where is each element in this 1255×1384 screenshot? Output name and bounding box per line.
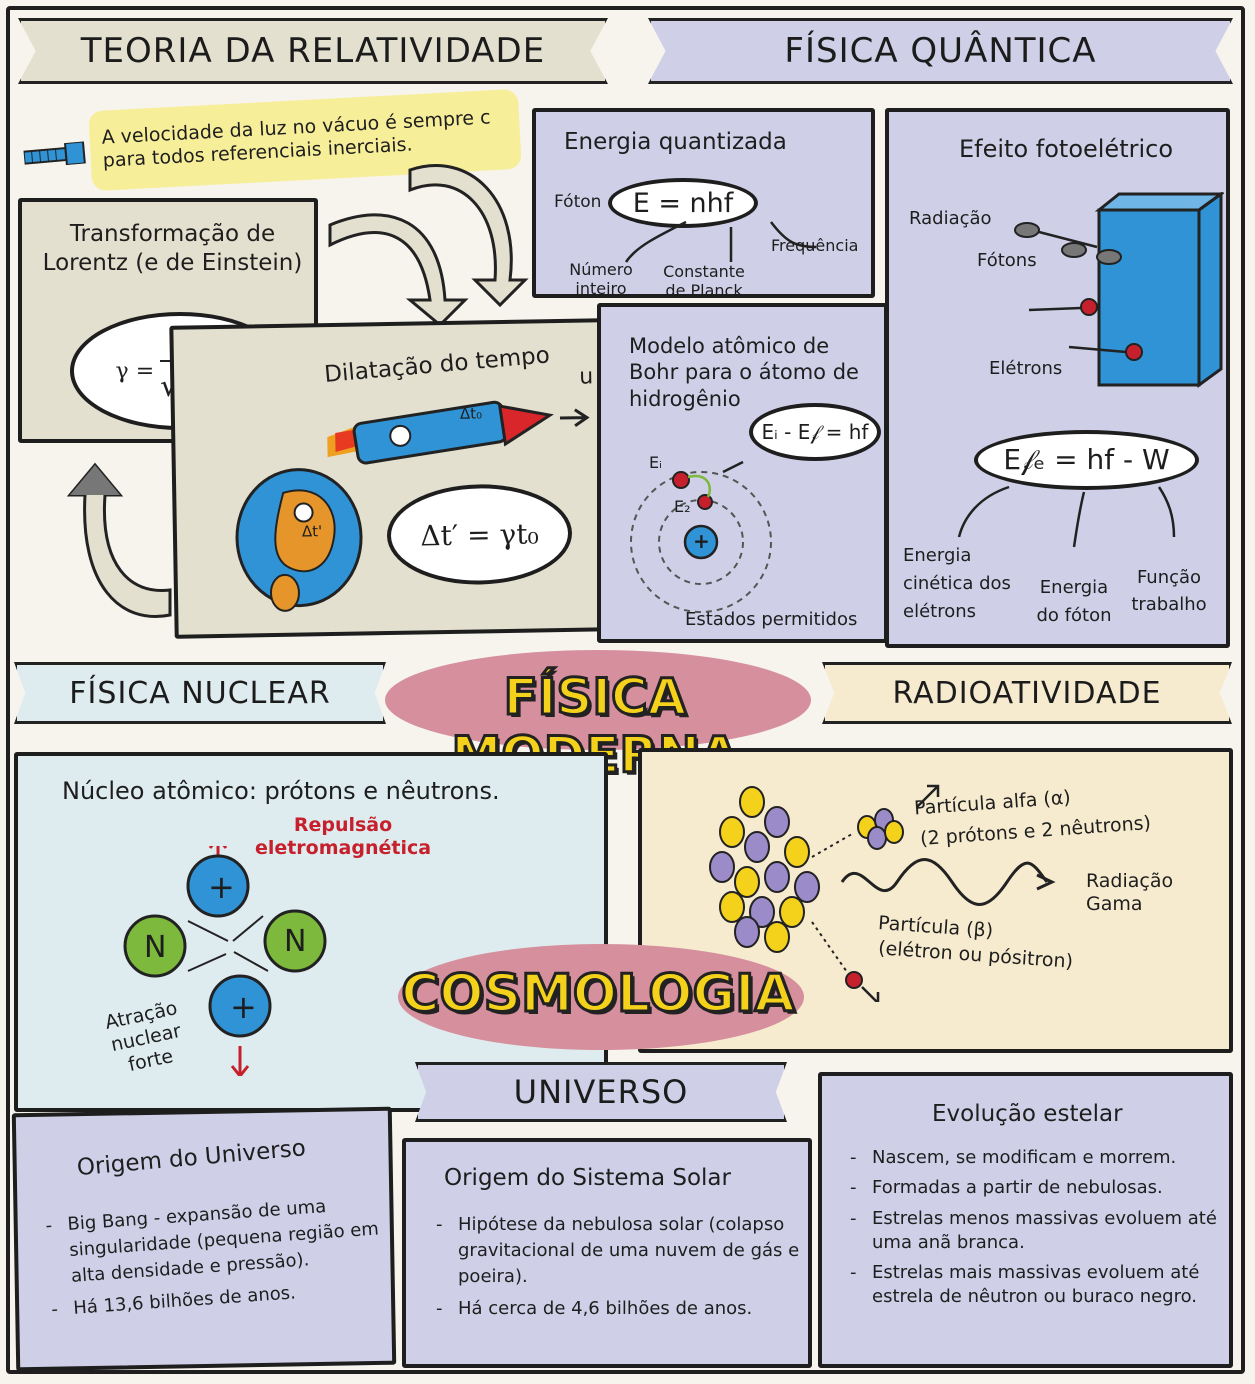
- funcao-trabalho-label: Função trabalho: [1131, 567, 1207, 615]
- foto-arrows: [957, 485, 1176, 548]
- evolucao-item: Estrelas mais massivas evoluem até estre…: [850, 1261, 1225, 1310]
- velocity-u: u: [579, 364, 594, 390]
- moderna-pill: [385, 650, 811, 750]
- cosmologia-title: COSMOLOGIA: [400, 963, 797, 1026]
- bohr-title: Modelo atômico de Bohr para o átomo de h…: [629, 334, 859, 411]
- constante-planck-label: Constante de Planck: [663, 262, 745, 301]
- fotons-label: Fótons: [977, 250, 1037, 271]
- evolucao-title: Evolução estelar: [932, 1101, 1123, 1127]
- bohr-panel: Modelo atômico de Bohr para o átomo de h…: [597, 303, 888, 643]
- evolucao-panel: Evolução estelar Nascem, se modificam e …: [818, 1072, 1233, 1368]
- metal-plate-icon: [1014, 192, 1224, 388]
- energia-formula-oval: E = nhf: [608, 178, 758, 228]
- numero-inteiro-label: Número inteiro: [569, 260, 633, 299]
- evolucao-item: Estrelas menos massivas evoluem até uma …: [850, 1207, 1225, 1256]
- delta-tprime-label: Δt': [301, 522, 323, 541]
- energia-foton-label: Energia do fóton: [1036, 577, 1112, 626]
- banner-nuclear: FÍSICA NUCLEAR: [14, 662, 386, 724]
- bolt-icon: [22, 140, 87, 168]
- sistema-solar-panel: Origem do Sistema Solar Hipótese da nebu…: [402, 1138, 812, 1368]
- bohr-atom-icon: [630, 460, 772, 613]
- energia-title: Energia quantizada: [564, 129, 787, 155]
- neutron-right-label: N: [284, 924, 307, 959]
- ei-label: Eᵢ: [649, 453, 662, 472]
- origem-universo-item: Big Bang - expansão de uma singularidade…: [45, 1190, 385, 1291]
- dilatacao-panel: Dilatação do tempo u Δt₀ Δt' Δt′ = γt₀: [169, 318, 611, 639]
- gama-label: Radiação Gama: [1086, 870, 1174, 915]
- nuclear-panel: Núcleo atômico: prótons e nêutrons. Repu…: [14, 752, 608, 1112]
- nucleus-plus: +: [693, 529, 710, 553]
- proton-bottom-label: +: [230, 988, 257, 1026]
- frequencia-label: Frequência: [771, 236, 859, 255]
- bohr-formula-oval: Eᵢ - E𝒻 = hf: [749, 403, 881, 461]
- earth-icon: [235, 468, 363, 612]
- foto-title: Efeito fotoelétrico: [959, 135, 1174, 163]
- foton-label: Fóton: [554, 192, 602, 212]
- up-arrow: [66, 462, 172, 618]
- nucleus-cluster-icon: [709, 784, 1056, 1002]
- banner-quantica: FÍSICA QUÂNTICA: [648, 18, 1233, 84]
- sistema-solar-item: Hipótese da nebulosa solar (colapso grav…: [436, 1212, 806, 1290]
- origem-universo-panel: Origem do Universo Big Bang - expansão d…: [11, 1106, 397, 1372]
- nucleus-diagram: [123, 846, 327, 1076]
- outer-frame: [6, 6, 1245, 1374]
- rocket-icon: [327, 400, 590, 465]
- foto-formula-oval: E𝒻ₑ = hf - W: [974, 430, 1199, 490]
- estados-label: Estados permitidos: [685, 609, 858, 630]
- proton-top-label: +: [208, 868, 235, 906]
- evolucao-list: Nascem, se modificam e morrem. Formadas …: [850, 1146, 1225, 1316]
- repulsao-label: Repulsão eletromagnética: [254, 814, 432, 859]
- foto-panel: Efeito fotoelétrico Radiação Fótons Elét…: [885, 108, 1230, 648]
- radiacao-label: Radiação: [909, 208, 992, 229]
- sistema-solar-title: Origem do Sistema Solar: [444, 1165, 731, 1191]
- dilatacao-formula-oval: Δt′ = γt₀: [386, 482, 573, 587]
- banner-radioatividade: RADIOATIVIDADE: [822, 662, 1232, 724]
- origem-universo-list: Big Bang - expansão de uma singularidade…: [45, 1190, 387, 1329]
- energia-cinetica-label: Energia cinética dos elétrons: [903, 545, 1011, 622]
- nuclear-title: Núcleo atômico: prótons e nêutrons.: [62, 777, 500, 805]
- eletrons-label: Elétrons: [989, 358, 1063, 379]
- evolucao-item: Nascem, se modificam e morrem.: [850, 1146, 1225, 1171]
- curved-arrows: [328, 164, 529, 328]
- banner-universo: UNIVERSO: [415, 1062, 787, 1122]
- cosmologia-pill: [398, 944, 804, 1050]
- energia-arrows: [624, 220, 817, 263]
- energia-panel: Energia quantizada Fóton E = nhf Número …: [532, 108, 875, 301]
- sistema-solar-item: Há cerca de 4,6 bilhões de anos.: [436, 1296, 806, 1322]
- origem-universo-title: Origem do Universo: [75, 1135, 307, 1182]
- gamma-lhs: γ =: [115, 358, 155, 384]
- sistema-solar-list: Hipótese da nebulosa solar (colapso grav…: [436, 1212, 806, 1328]
- e2-label: E₂: [674, 497, 691, 516]
- lorentz-title: Transformação de Lorentz (e de Einstein): [42, 221, 303, 276]
- dilatacao-title: Dilatação do tempo: [323, 342, 551, 388]
- delta-t0-label: Δt₀: [459, 404, 483, 423]
- neutron-left-label: N: [144, 930, 167, 965]
- evolucao-item: Formadas a partir de nebulosas.: [850, 1176, 1225, 1201]
- banner-relatividade: TEORIA DA RELATIVIDADE: [18, 18, 608, 84]
